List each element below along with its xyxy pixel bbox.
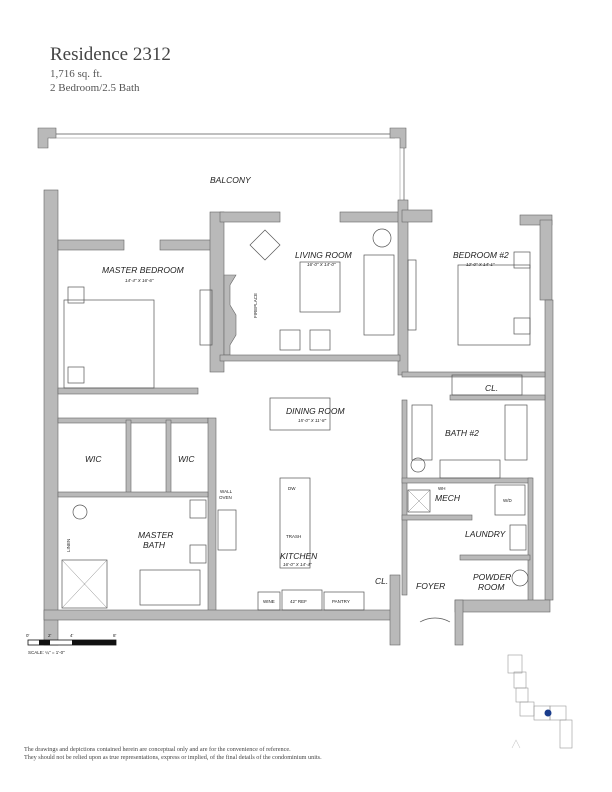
ref-label: 42" REF xyxy=(290,599,307,604)
disclaimer-line-2: They should not be relied upon as true r… xyxy=(24,754,322,761)
dw-label: DW xyxy=(288,486,296,491)
room-label-closet-foyer: CL. xyxy=(375,576,388,586)
room-label-wic-2: WIC xyxy=(178,454,195,464)
room-label-master-bath-1: MASTER xyxy=(138,530,173,540)
room-label-master-bedroom: MASTER BEDROOM xyxy=(102,265,185,275)
room-label-wic-1: WIC xyxy=(85,454,102,464)
room-label-powder-2: ROOM xyxy=(478,582,505,592)
room-label-master-bath-2: BATH xyxy=(143,540,166,550)
wd-label: W/D xyxy=(503,498,512,503)
balcony xyxy=(37,127,407,205)
residence-title: Residence 2312 xyxy=(50,44,171,65)
wall-oven-label-2: OVEN xyxy=(219,495,232,500)
key-plan xyxy=(507,654,573,749)
disclaimer-line-1: The drawings and depictions contained he… xyxy=(24,746,291,753)
pantry-label: PANTRY xyxy=(332,599,350,604)
linen-label: LINEN xyxy=(66,539,71,552)
scale-bar: 0' 2' 4' 8' SCALE: ¼" = 1'-0" xyxy=(26,633,117,655)
square-footage: 1,716 sq. ft. xyxy=(50,68,103,80)
room-label-living-room: LIVING ROOM xyxy=(295,250,353,260)
room-label-bedroom-2: BEDROOM #2 xyxy=(453,250,509,260)
room-label-foyer: FOYER xyxy=(416,581,445,591)
room-label-balcony: BALCONY xyxy=(210,175,252,185)
scale-tick-4: 4' xyxy=(70,633,74,638)
room-label-powder-1: POWDER xyxy=(473,572,511,582)
room-dims-bedroom-2: 12'-0" X 14'-1" xyxy=(466,262,495,267)
room-label-laundry: LAUNDRY xyxy=(465,529,507,539)
room-label-mech: MECH xyxy=(435,493,461,503)
fireplace-label: FIREPLACE xyxy=(253,293,258,318)
room-label-closet-bedroom: CL. xyxy=(485,383,498,393)
room-dims-living-room: 16'-0" X 14'-0" xyxy=(307,262,336,267)
room-label-kitchen: KITCHEN xyxy=(280,551,318,561)
room-dims-master-bedroom: 14'-4" X 16'-6" xyxy=(125,278,154,283)
room-dims-kitchen: 16'-0" X 14'-4" xyxy=(283,562,312,567)
room-label-bath-2: BATH #2 xyxy=(445,428,479,438)
trash-label: TRASH xyxy=(286,534,301,539)
wh-label: WH xyxy=(438,486,446,491)
wine-label: WINE xyxy=(263,599,275,604)
wall-oven-label-1: WALL xyxy=(220,489,233,494)
bed-bath-count: 2 Bedroom/2.5 Bath xyxy=(50,82,140,94)
unit-location-marker xyxy=(544,709,552,717)
scale-tick-8: 8' xyxy=(113,633,117,638)
scale-tick-0: 0' xyxy=(26,633,30,638)
scale-label: SCALE: ¼" = 1'-0" xyxy=(28,650,65,655)
walls xyxy=(43,189,554,646)
room-dims-dining-room: 15'-0" X 11'-8" xyxy=(298,418,326,423)
room-label-dining-room: DINING ROOM xyxy=(286,406,345,416)
furniture xyxy=(61,228,531,623)
scale-tick-2: 2' xyxy=(48,633,52,638)
